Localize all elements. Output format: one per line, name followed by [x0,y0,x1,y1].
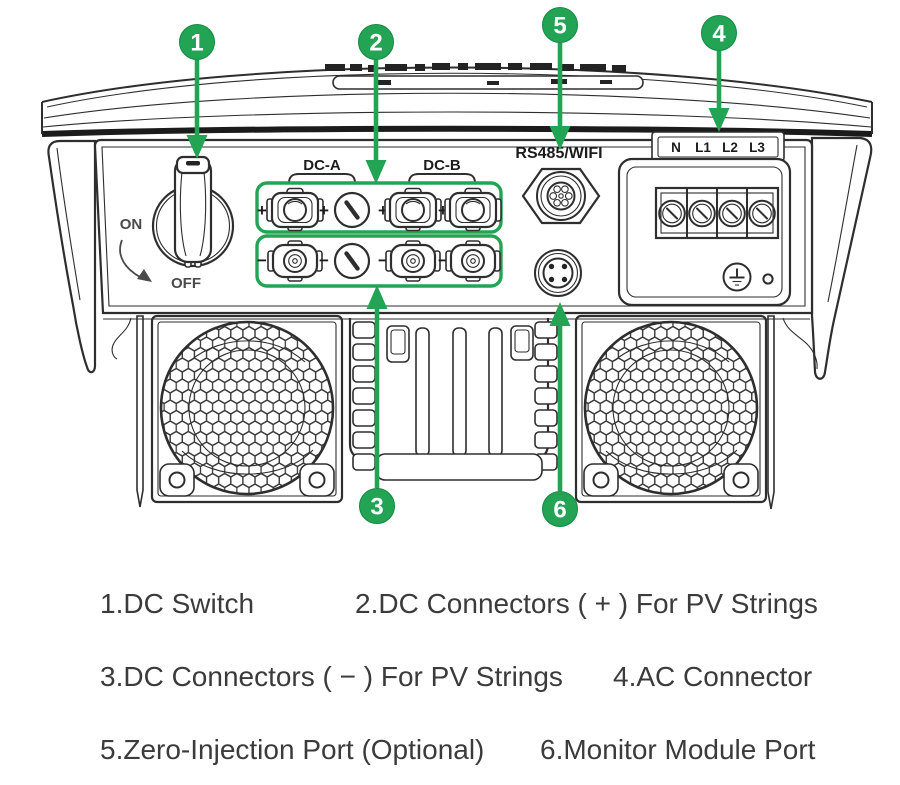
arrow-up-icon [366,285,388,309]
svg-text:4: 4 [712,21,726,48]
ac-terminal-l3: L3 [749,140,765,155]
dc-connector-minus [444,239,502,283]
ac-screw-terminal [748,199,776,228]
svg-text:6: 6 [553,497,566,524]
left-flange [47,139,97,374]
rs485-wifi-label: RS485/WIFI [515,145,602,162]
dc-minus-group-box [255,234,503,288]
minus-sign: − [319,251,329,270]
dc-connector-plus [443,187,503,232]
rs485-wifi-port: RS485/WIFI [515,145,603,225]
arrow-down-icon [708,108,730,132]
svg-text:5: 5 [553,13,566,40]
dc-connector-minus [266,239,324,283]
on-label: ON [120,216,143,233]
right-mount-rod [767,315,775,510]
minus-sign: − [257,251,267,270]
ac-terminal-l2: L2 [722,140,738,155]
dc-a-label: DC-A [303,157,341,174]
left-mount-rod [136,315,144,508]
inverter-line-art: ON OFF DC-A DC-B + + + + − − − − RS485/W… [41,7,873,527]
dc-b-label: DC-B [423,157,461,174]
monitor-module-port [534,249,582,297]
legend-item-5: 5.Zero-Injection Port (Optional) [100,734,485,765]
heatsink [348,318,558,481]
right-fan [574,314,768,504]
dc-plus-row: + + + + [257,187,503,232]
legend-item-2: 2.DC Connectors ( + ) For PV Strings [355,588,818,619]
right-hook [782,317,818,370]
dc-b-bracket: DC-B [408,157,476,184]
plus-sign: + [257,201,267,220]
marker-6: 6 [542,302,578,527]
svg-text:1: 1 [190,30,203,57]
ac-terminal-n: N [671,140,681,155]
ground-icon [722,262,752,292]
ac-screw-terminal [718,199,746,228]
blank-plug [335,244,369,278]
minus-sign: − [438,251,448,270]
arrow-down-icon [549,126,571,150]
arrow-down-icon [186,135,208,159]
plus-sign: + [438,201,448,220]
ac-screw-terminal [688,199,716,228]
left-hook [111,317,132,360]
plus-sign: + [378,201,388,220]
marker-4: 4 [701,15,737,132]
marker-1: 1 [179,24,215,159]
left-fan [150,314,344,504]
minus-sign: − [378,251,388,270]
marker-2: 2 [358,24,394,184]
dc-switch: ON OFF [119,155,235,292]
ac-connector-area: N L1 L2 L3 [617,131,792,307]
dc-minus-row: − − − − [257,239,502,283]
dc-a-bracket: DC-A [288,157,356,184]
top-vent-ticks [325,63,626,72]
aux-hole [762,273,774,285]
ac-screw-terminal [658,199,686,228]
off-label: OFF [171,275,201,292]
blank-plug [335,193,369,227]
plus-sign: + [319,201,329,220]
legend-item-3: 3.DC Connectors ( − ) For PV Strings [100,661,563,692]
dc-connector-plus [383,187,443,232]
ac-terminal-block [654,186,780,240]
right-flange [810,136,873,380]
marker-5: 5 [542,7,578,150]
legend-item-1: 1.DC Switch [100,588,255,619]
dc-connector-minus [384,239,442,283]
ac-terminal-l1: L1 [695,140,711,155]
marker-3: 3 [359,285,395,524]
svg-text:3: 3 [370,494,383,521]
top-lid [41,63,873,137]
arrow-up-icon [549,302,571,326]
dc-connector-plus [265,187,325,232]
legend-item-4: 4.AC Connector [613,661,813,692]
arrow-down-icon [365,160,387,184]
legend-item-6: 6.Monitor Module Port [540,734,816,765]
svg-text:2: 2 [369,30,382,57]
